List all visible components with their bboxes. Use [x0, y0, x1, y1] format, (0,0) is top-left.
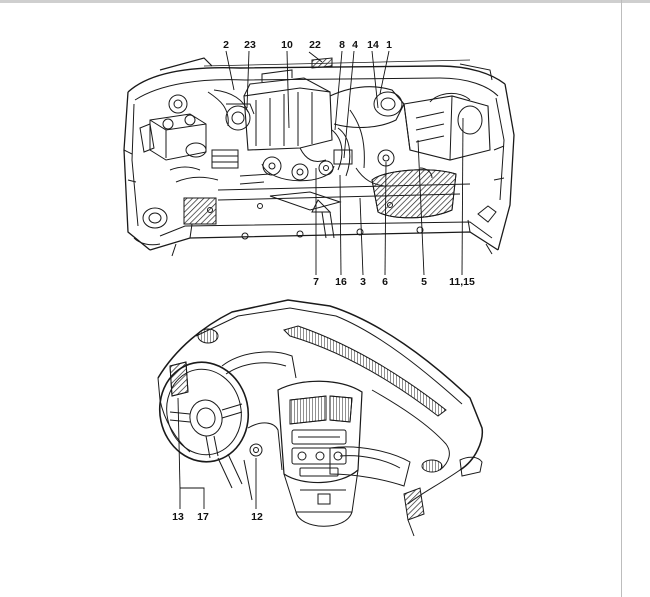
frame-top-border: [0, 0, 650, 3]
label-23: 23: [244, 39, 256, 51]
label-3: 3: [360, 276, 366, 288]
label-10: 10: [281, 39, 293, 51]
dashboard-leader-lines: [177, 397, 257, 509]
engine-bay-leader-lines: [225, 50, 464, 276]
label-14: 14: [367, 39, 379, 51]
label-13: 13: [172, 511, 184, 523]
label-4: 4: [352, 39, 358, 51]
label-17: 17: [197, 511, 209, 523]
label-6: 6: [382, 276, 388, 288]
label-12: 12: [251, 511, 263, 523]
label-7: 7: [313, 276, 319, 288]
label-22: 22: [309, 39, 321, 51]
label-11-15: 11,15: [449, 276, 475, 288]
engine-bay-illustration: [123, 57, 515, 257]
label-16: 16: [335, 276, 347, 288]
frame-right-border: [621, 0, 622, 597]
label-2: 2: [223, 39, 229, 51]
label-5: 5: [421, 276, 427, 288]
label-8: 8: [339, 39, 345, 51]
label-1: 1: [386, 39, 392, 51]
dashboard-illustration: [157, 299, 484, 537]
